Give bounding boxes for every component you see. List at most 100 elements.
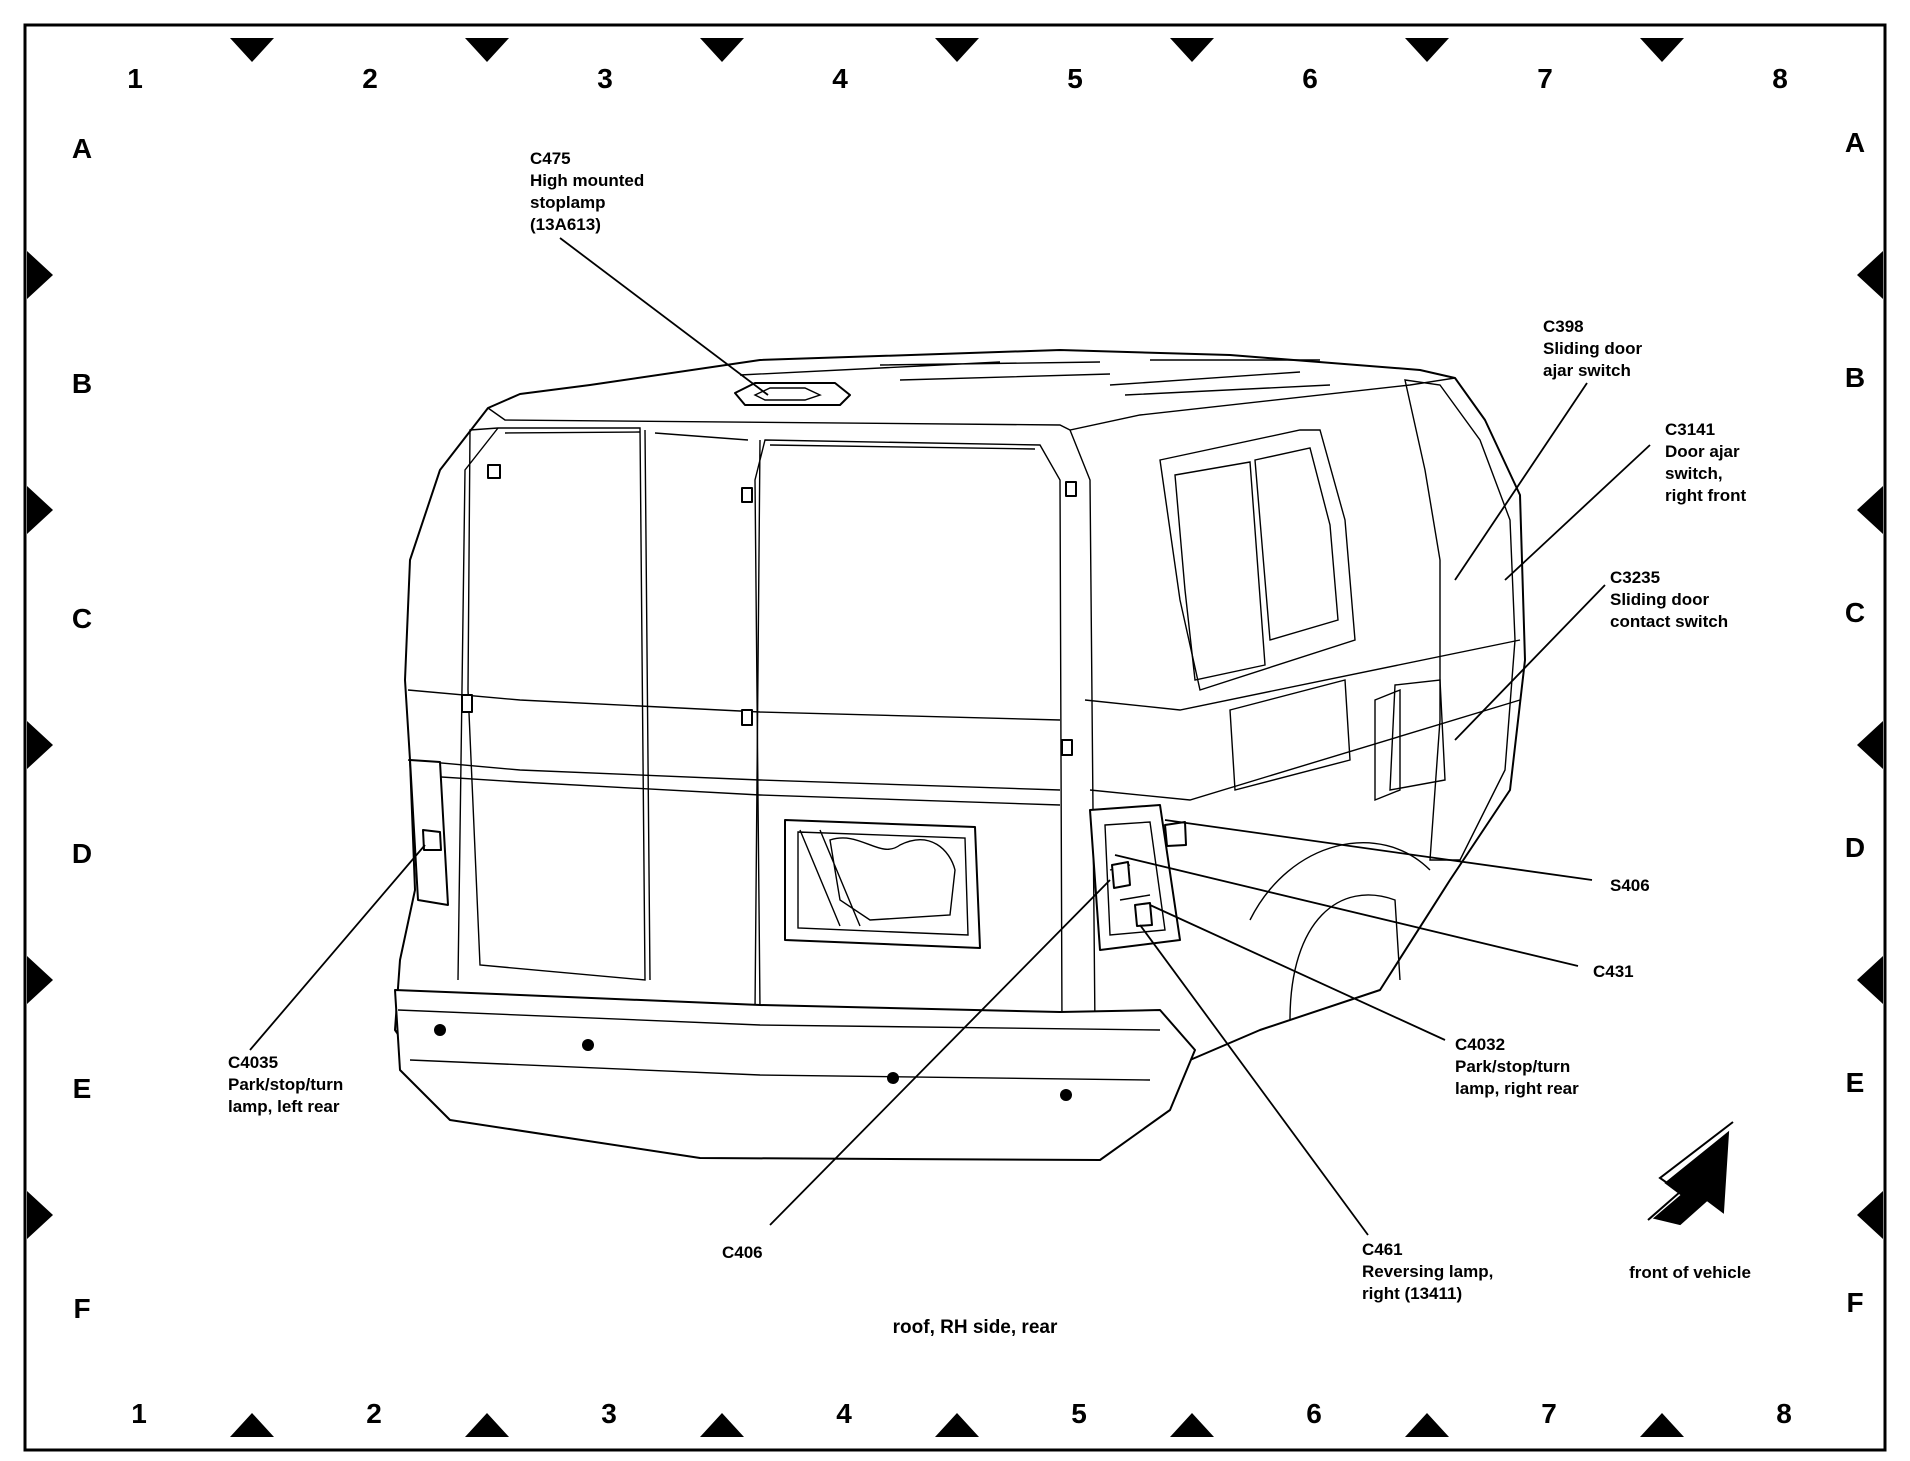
grid-tick-right bbox=[1857, 486, 1883, 534]
leader-c406 bbox=[769, 879, 1111, 1226]
grid-column-label-bottom: 6 bbox=[1306, 1398, 1322, 1429]
grid-tick-left bbox=[27, 251, 53, 299]
grid-column-label-top: 7 bbox=[1537, 63, 1553, 94]
grid-tick-top bbox=[1405, 38, 1449, 62]
grid-row-label-left: D bbox=[72, 838, 92, 869]
stoplamp-housing bbox=[734, 382, 851, 406]
grid-column-label-top: 5 bbox=[1067, 63, 1083, 94]
grid-column-label-top: 8 bbox=[1772, 63, 1788, 94]
grid-row-label-right: B bbox=[1845, 362, 1865, 393]
leader-c4035 bbox=[249, 844, 426, 1051]
callout-c406: C406 bbox=[722, 1243, 763, 1262]
leader-c431 bbox=[1114, 854, 1579, 967]
callout-c431: C431 bbox=[1593, 962, 1634, 981]
right-tail-lamp bbox=[1089, 804, 1181, 951]
grid-row-label-left: F bbox=[73, 1293, 90, 1324]
grid-tick-left bbox=[27, 721, 53, 769]
leader-c461 bbox=[1139, 924, 1369, 1236]
grid-tick-bottom bbox=[465, 1413, 509, 1437]
grid-tick-top bbox=[700, 38, 744, 62]
grid-column-label-bottom: 2 bbox=[366, 1398, 382, 1429]
front-of-vehicle-label: front of vehicle bbox=[1629, 1263, 1751, 1282]
grid-ticks bbox=[27, 38, 1883, 1437]
grid-tick-bottom bbox=[935, 1413, 979, 1437]
grid-tick-bottom bbox=[1405, 1413, 1449, 1437]
leader-lines bbox=[249, 237, 1651, 1236]
rear-door-seam bbox=[457, 427, 761, 1011]
leader-c3141 bbox=[1504, 444, 1651, 581]
grid-row-label-right: C bbox=[1845, 597, 1865, 628]
grid-tick-top bbox=[230, 38, 274, 62]
right-lamp-connectors bbox=[1111, 821, 1187, 927]
grid-tick-top bbox=[465, 38, 509, 62]
grid-row-label-right: D bbox=[1845, 832, 1865, 863]
grid-tick-top bbox=[935, 38, 979, 62]
bumper-lines bbox=[397, 1009, 1161, 1081]
side-window-frame bbox=[1159, 429, 1356, 691]
side-panel-rect bbox=[1229, 679, 1351, 791]
grid-column-label-bottom: 4 bbox=[836, 1398, 852, 1429]
callout-s406: S406 bbox=[1610, 876, 1650, 895]
left-lamp-connector bbox=[422, 829, 442, 851]
grid-column-label-bottom: 8 bbox=[1776, 1398, 1792, 1429]
grid-tick-top bbox=[1640, 38, 1684, 62]
grid-row-label-left: E bbox=[73, 1073, 92, 1104]
sliding-door-opening bbox=[1404, 379, 1516, 861]
grid-tick-right bbox=[1857, 956, 1883, 1004]
van-body-outline bbox=[394, 349, 1526, 1151]
grid-row-label-right: F bbox=[1846, 1287, 1863, 1318]
grid-column-label-bottom: 5 bbox=[1071, 1398, 1087, 1429]
grid-tick-left bbox=[27, 1191, 53, 1239]
grid-column-label-bottom: 1 bbox=[131, 1398, 147, 1429]
grid-row-label-left: A bbox=[72, 133, 92, 164]
grid-tick-left bbox=[27, 956, 53, 1004]
leader-s406 bbox=[1164, 819, 1593, 881]
door-hinges bbox=[461, 464, 1077, 756]
side-window-glass bbox=[1174, 447, 1339, 681]
grid-row-label-right: E bbox=[1846, 1067, 1865, 1098]
grid-tick-bottom bbox=[700, 1413, 744, 1437]
grid-column-label-bottom: 3 bbox=[601, 1398, 617, 1429]
van-roof-ribs bbox=[739, 359, 1331, 396]
grid-column-label-top: 6 bbox=[1302, 63, 1318, 94]
grid-tick-bottom bbox=[1170, 1413, 1214, 1437]
rear-door-trim bbox=[504, 431, 1036, 450]
bumper-bolts bbox=[434, 1024, 1072, 1101]
grid-tick-bottom bbox=[1640, 1413, 1684, 1437]
grid-tick-left bbox=[27, 486, 53, 534]
grid-column-label-top: 4 bbox=[832, 63, 848, 94]
grid-column-label-top: 3 bbox=[597, 63, 613, 94]
leader-c398 bbox=[1454, 382, 1588, 581]
grid-tick-top bbox=[1170, 38, 1214, 62]
leader-c3235 bbox=[1454, 584, 1606, 741]
grid-tick-right bbox=[1857, 721, 1883, 769]
diagram-caption: roof, RH side, rear bbox=[893, 1317, 1058, 1338]
front-direction-arrow-icon bbox=[1647, 1121, 1734, 1226]
grid-column-label-top: 2 bbox=[362, 63, 378, 94]
grid-tick-right bbox=[1857, 251, 1883, 299]
grid-row-label-left: B bbox=[72, 368, 92, 399]
grid-row-label-right: A bbox=[1845, 127, 1865, 158]
grid-row-label-left: C bbox=[72, 603, 92, 634]
grid-column-label-bottom: 7 bbox=[1541, 1398, 1557, 1429]
grid-tick-right bbox=[1857, 1191, 1883, 1239]
van-drawing bbox=[394, 349, 1526, 1161]
stoplamp-detail bbox=[753, 387, 822, 401]
sliding-door-interior bbox=[1374, 679, 1446, 802]
leader-c4032 bbox=[1149, 904, 1446, 1041]
grid-column-label-top: 1 bbox=[127, 63, 143, 94]
grid-tick-bottom bbox=[230, 1413, 274, 1437]
rear-access-detail bbox=[797, 829, 969, 936]
leader-c475 bbox=[559, 237, 769, 396]
